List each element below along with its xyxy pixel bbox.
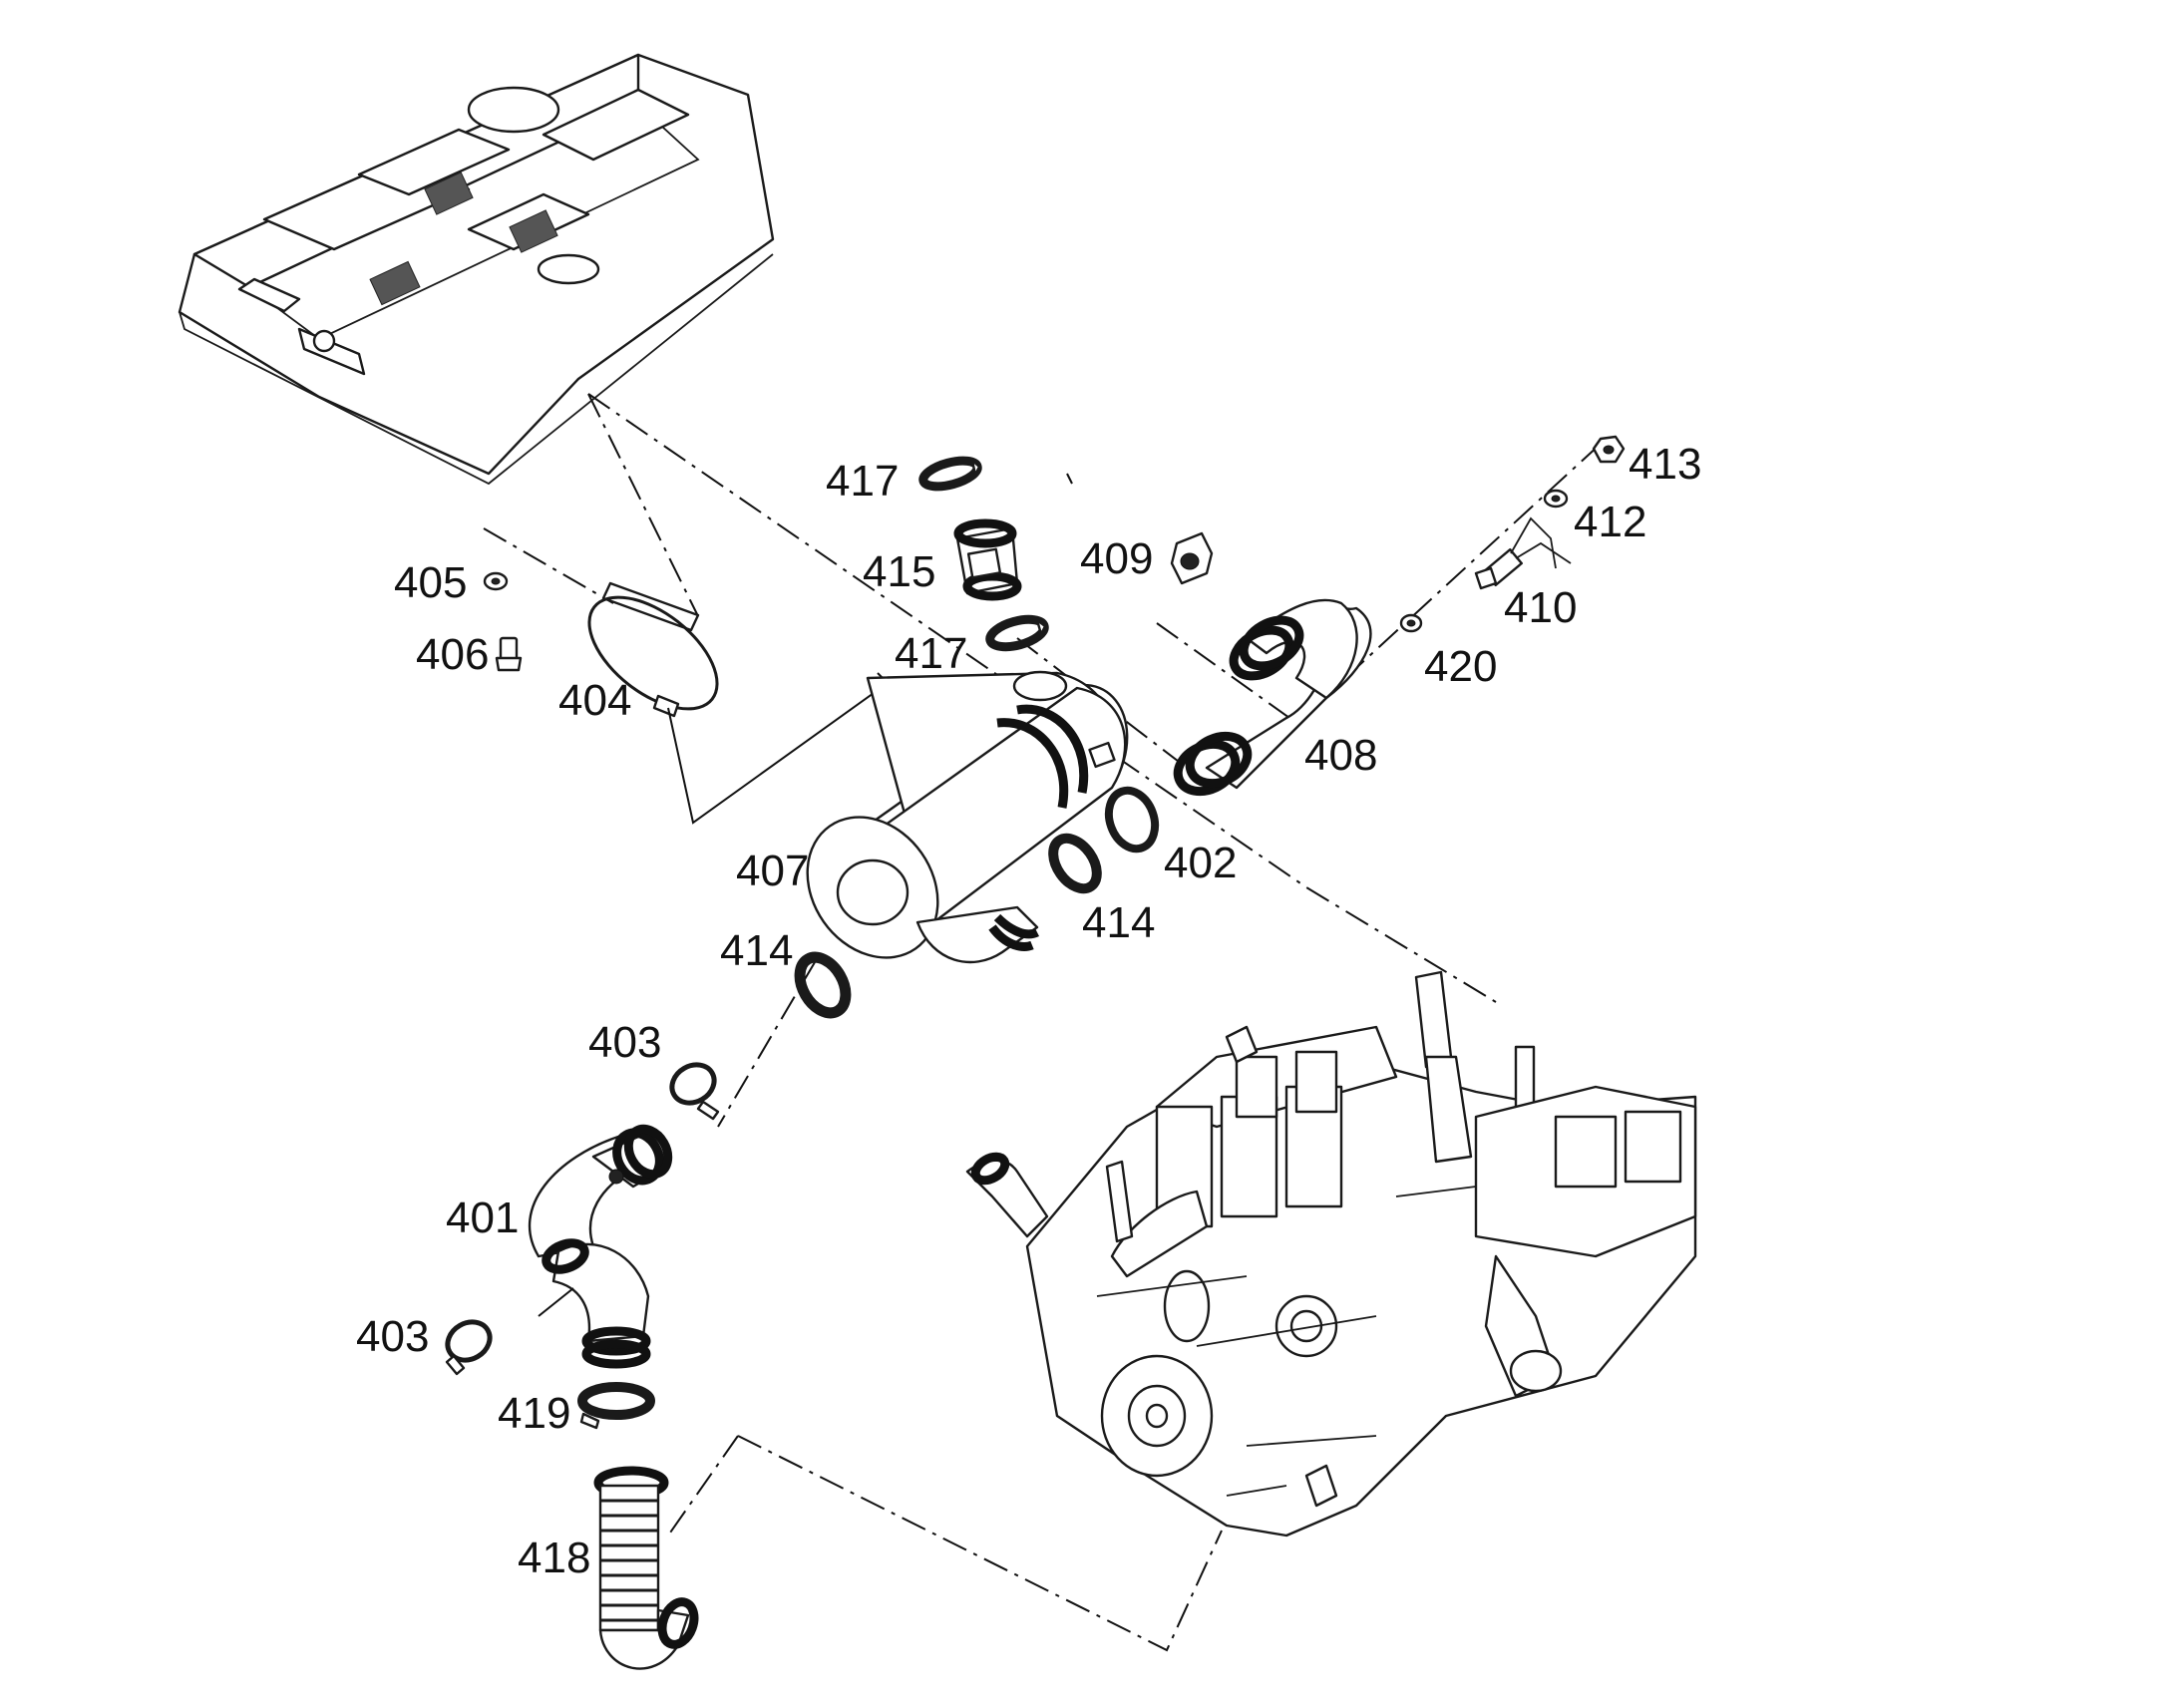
callout-412: 412 [1574, 498, 1646, 546]
gasket-402 [1104, 786, 1160, 854]
callout-405: 405 [394, 558, 467, 607]
sensor-boss-409 [1170, 531, 1214, 585]
callout-419: 419 [498, 1389, 570, 1438]
centerline-flex-pipe [667, 1435, 739, 1537]
callout-403-upper: 403 [588, 1018, 661, 1067]
callout-417-lower: 417 [895, 629, 967, 678]
washer-412 [1543, 489, 1569, 509]
clamp-414-right [1048, 833, 1102, 894]
callout-414-right: 414 [1082, 898, 1155, 947]
gasket-420 [1399, 613, 1423, 633]
callout-409: 409 [1080, 534, 1153, 583]
hood-vent-grille-3 [369, 260, 421, 306]
hood-vent-grille-1 [424, 171, 474, 215]
callout-403-lower: 403 [356, 1312, 429, 1361]
centerline-hood-bracket [587, 393, 699, 617]
clamp-417-upper [918, 456, 982, 492]
centerline-lower-elbow [717, 956, 819, 1128]
clamp-403-upper [669, 1062, 720, 1121]
temperature-sensor-410 [1474, 516, 1572, 590]
washer-405 [483, 571, 509, 591]
engine-exhaust-stack [1414, 970, 1453, 1069]
callout-407: 407 [736, 847, 809, 895]
callout-402: 402 [1164, 839, 1237, 887]
callout-418: 418 [518, 1534, 590, 1582]
centerline-pipe-408 [1156, 622, 1297, 724]
clamp-403-lower [445, 1319, 493, 1376]
centerline-bracket-bolt [483, 527, 614, 604]
clamp-417-lower [985, 614, 1049, 652]
callout-413: 413 [1629, 440, 1701, 489]
nut-413 [1592, 435, 1626, 464]
air-intake-coupling [1163, 1269, 1211, 1343]
callout-417-upper: 417 [826, 457, 899, 506]
callout-410: 410 [1504, 583, 1577, 632]
callout-408: 408 [1304, 731, 1377, 780]
engine-assembly [965, 970, 1697, 1537]
hood-vent-grille-2 [509, 209, 558, 253]
flex-pipe-418 [593, 1466, 699, 1670]
hood-opening [467, 86, 560, 134]
centerline-flex-to-engine [737, 1435, 1223, 1652]
centerline-upper-assembly [587, 393, 1497, 1003]
callout-labels: 401 402 403 403 404 405 406 407 408 409 … [356, 440, 1701, 1582]
tailpipe-415 [953, 518, 1022, 601]
muffler-inlet-opening [836, 858, 909, 926]
exhaust-pipe-408 [1173, 598, 1372, 797]
clamp-419 [577, 1382, 655, 1430]
leader-lines [538, 473, 1073, 1317]
bolt-406 [495, 636, 523, 672]
elbow-pipe-401 [528, 1124, 673, 1369]
callout-406: 406 [416, 630, 489, 679]
clamp-414-left [794, 951, 852, 1019]
exhaust-bracket-404 [587, 581, 890, 825]
callout-404: 404 [558, 676, 631, 725]
muffler-top-port [1012, 670, 1068, 702]
callout-401: 401 [446, 1194, 519, 1242]
bracket-to-muffler-leader [667, 672, 890, 825]
muffler-407 [806, 670, 1129, 964]
callout-414-left: 414 [720, 926, 793, 975]
callout-420: 420 [1424, 642, 1497, 691]
callout-415: 415 [863, 547, 935, 596]
engine-hood-panel [178, 53, 775, 486]
